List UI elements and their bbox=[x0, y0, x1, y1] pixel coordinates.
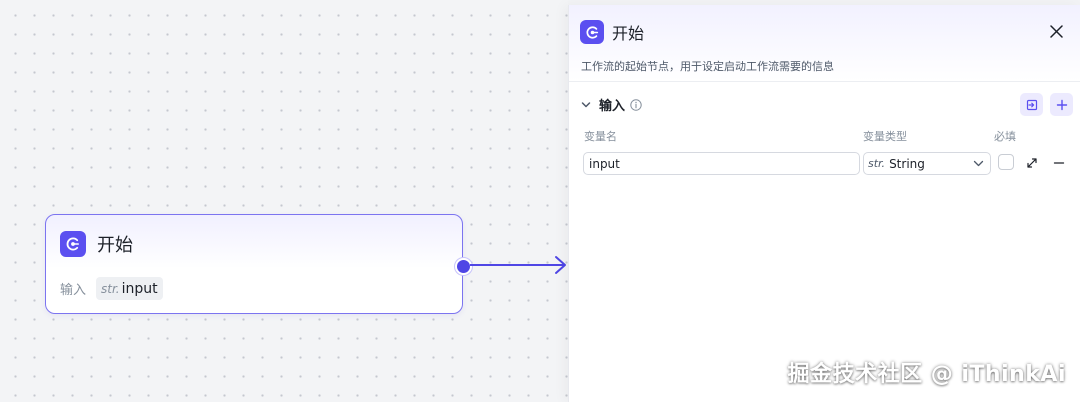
variable-name-value: input bbox=[589, 156, 620, 171]
chevron-down-icon bbox=[973, 158, 984, 172]
minus-icon[interactable] bbox=[1051, 155, 1067, 171]
close-icon[interactable] bbox=[1047, 22, 1065, 40]
required-checkbox[interactable] bbox=[998, 154, 1014, 170]
variable-type-label: str. bbox=[101, 281, 120, 296]
watermark: 掘金技术社区 @ iThinkAi bbox=[787, 362, 1066, 387]
expand-icon[interactable] bbox=[1024, 155, 1040, 171]
input-section-header[interactable]: 输入 bbox=[581, 95, 642, 114]
start-node-icon bbox=[60, 231, 86, 257]
column-header-type: 变量类型 bbox=[863, 130, 907, 143]
variable-type-prefix: str. bbox=[868, 157, 886, 170]
start-node-title: 开始 bbox=[97, 235, 133, 256]
variable-name-input[interactable]: input bbox=[583, 152, 860, 175]
info-icon[interactable] bbox=[630, 98, 642, 111]
column-header-name: 变量名 bbox=[584, 130, 617, 143]
column-header-required: 必填 bbox=[994, 130, 1016, 143]
panel-header: 开始 工作流的起始节点，用于设定启动工作流需要的信息 bbox=[569, 5, 1080, 82]
start-node-header: 开始 bbox=[60, 231, 133, 257]
panel-title: 开始 bbox=[612, 24, 645, 43]
import-icon[interactable] bbox=[1020, 93, 1043, 116]
workflow-canvas[interactable]: 开始 输入 str. input bbox=[0, 0, 568, 402]
connection-edge[interactable] bbox=[470, 254, 568, 278]
start-node-input-label: 输入 bbox=[60, 283, 87, 298]
start-node-input-row: 输入 str. input bbox=[60, 277, 163, 300]
panel-title-row: 开始 bbox=[580, 20, 644, 44]
node-settings-panel: 开始 工作流的起始节点，用于设定启动工作流需要的信息 输入 bbox=[568, 5, 1080, 402]
plus-icon[interactable] bbox=[1050, 93, 1073, 116]
variable-name-label: input bbox=[121, 280, 158, 297]
panel-description: 工作流的起始节点，用于设定启动工作流需要的信息 bbox=[581, 60, 834, 73]
variable-type-value: String bbox=[889, 156, 925, 171]
start-node[interactable]: 开始 输入 str. input bbox=[45, 214, 463, 314]
start-node-icon bbox=[580, 20, 604, 44]
input-variable-chip[interactable]: str. input bbox=[96, 277, 163, 300]
node-output-handle[interactable] bbox=[455, 258, 472, 275]
variable-type-select[interactable]: str. String bbox=[863, 152, 991, 175]
input-section-title: 输入 bbox=[599, 99, 626, 114]
chevron-down-icon[interactable] bbox=[581, 95, 591, 114]
